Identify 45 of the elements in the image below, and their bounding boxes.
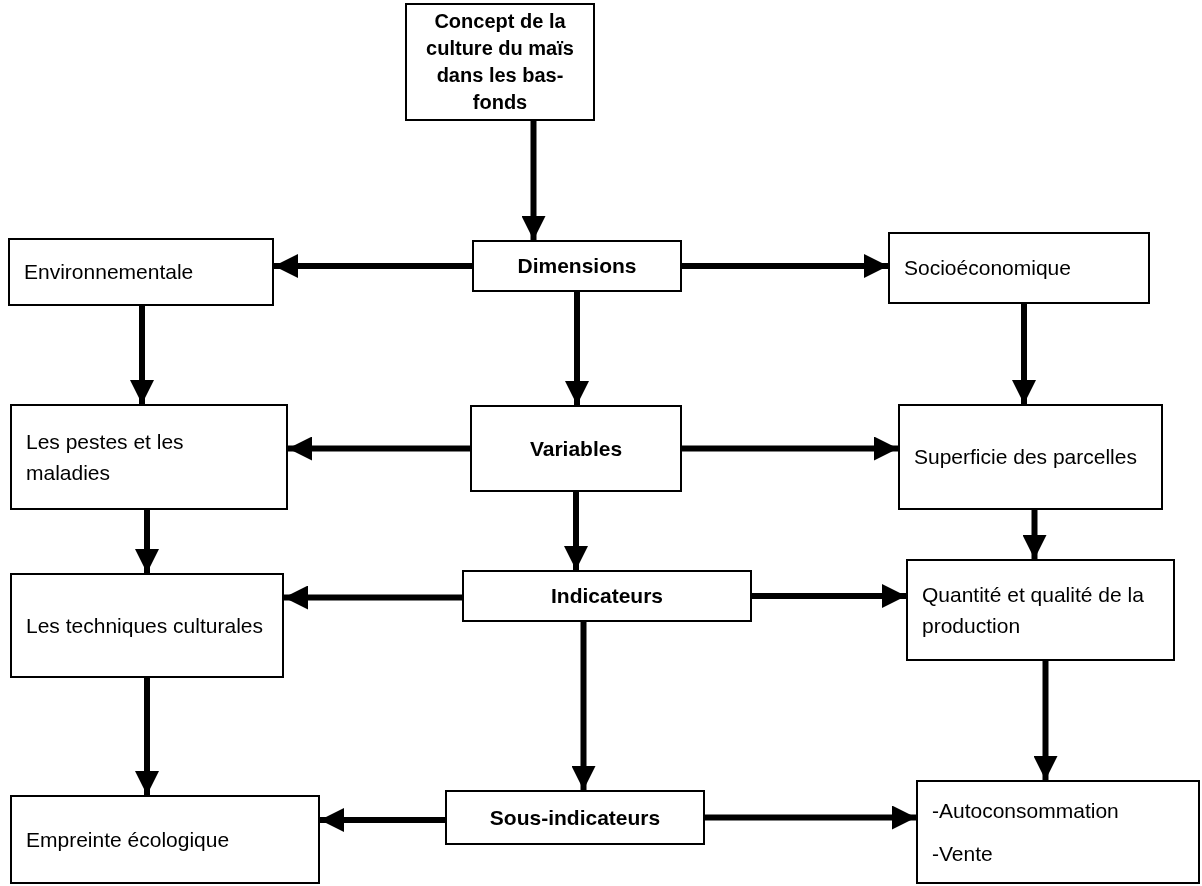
arrow [1033,661,1058,780]
arrow [288,436,470,461]
arrow [521,121,546,240]
process-box [10,795,320,884]
process-box [898,404,1163,510]
arrow [284,585,462,610]
arrow [682,254,888,278]
node-text: Sous-indicateurs [489,804,661,831]
node-text: Indicateurs [550,583,663,610]
process-box [916,780,1200,884]
process-box [10,404,288,510]
node-text: Les techniques culturales [26,612,264,639]
node-text: Socioéconomique [904,255,1072,282]
arrow [1012,304,1036,404]
arrow [564,492,588,570]
node-text: -Autoconsommation [932,797,1120,824]
arrow [130,306,154,404]
arrow [705,805,916,830]
process-box [906,559,1175,661]
process-box [445,790,705,845]
arrow [1022,510,1047,559]
process-box [405,3,595,121]
arrow [135,510,159,573]
arrow [571,622,596,790]
arrow [682,436,898,461]
arrow [135,678,159,795]
arrow [752,584,906,608]
process-box [8,238,274,306]
process-box [472,240,682,292]
process-box [462,570,752,622]
process-box [10,573,284,678]
node-text: Variables [529,435,623,462]
node-text: Dimensions [517,253,637,280]
process-box [470,405,682,492]
node-text: Superficie des parcelles [914,444,1138,471]
node-text: Les pestes et les maladies [26,428,185,486]
node-text: Quantité et qualité de la production [922,581,1145,639]
process-box [888,232,1150,304]
node-text: Environnementale [24,259,195,286]
arrow [320,808,445,832]
arrow [565,292,589,405]
node-text: Empreinte écologique [26,826,231,853]
arrow [274,254,472,278]
node-text: Concept de la culture du maïs dans les bas-fonds [425,9,575,115]
node-text: -Vente [932,841,994,867]
